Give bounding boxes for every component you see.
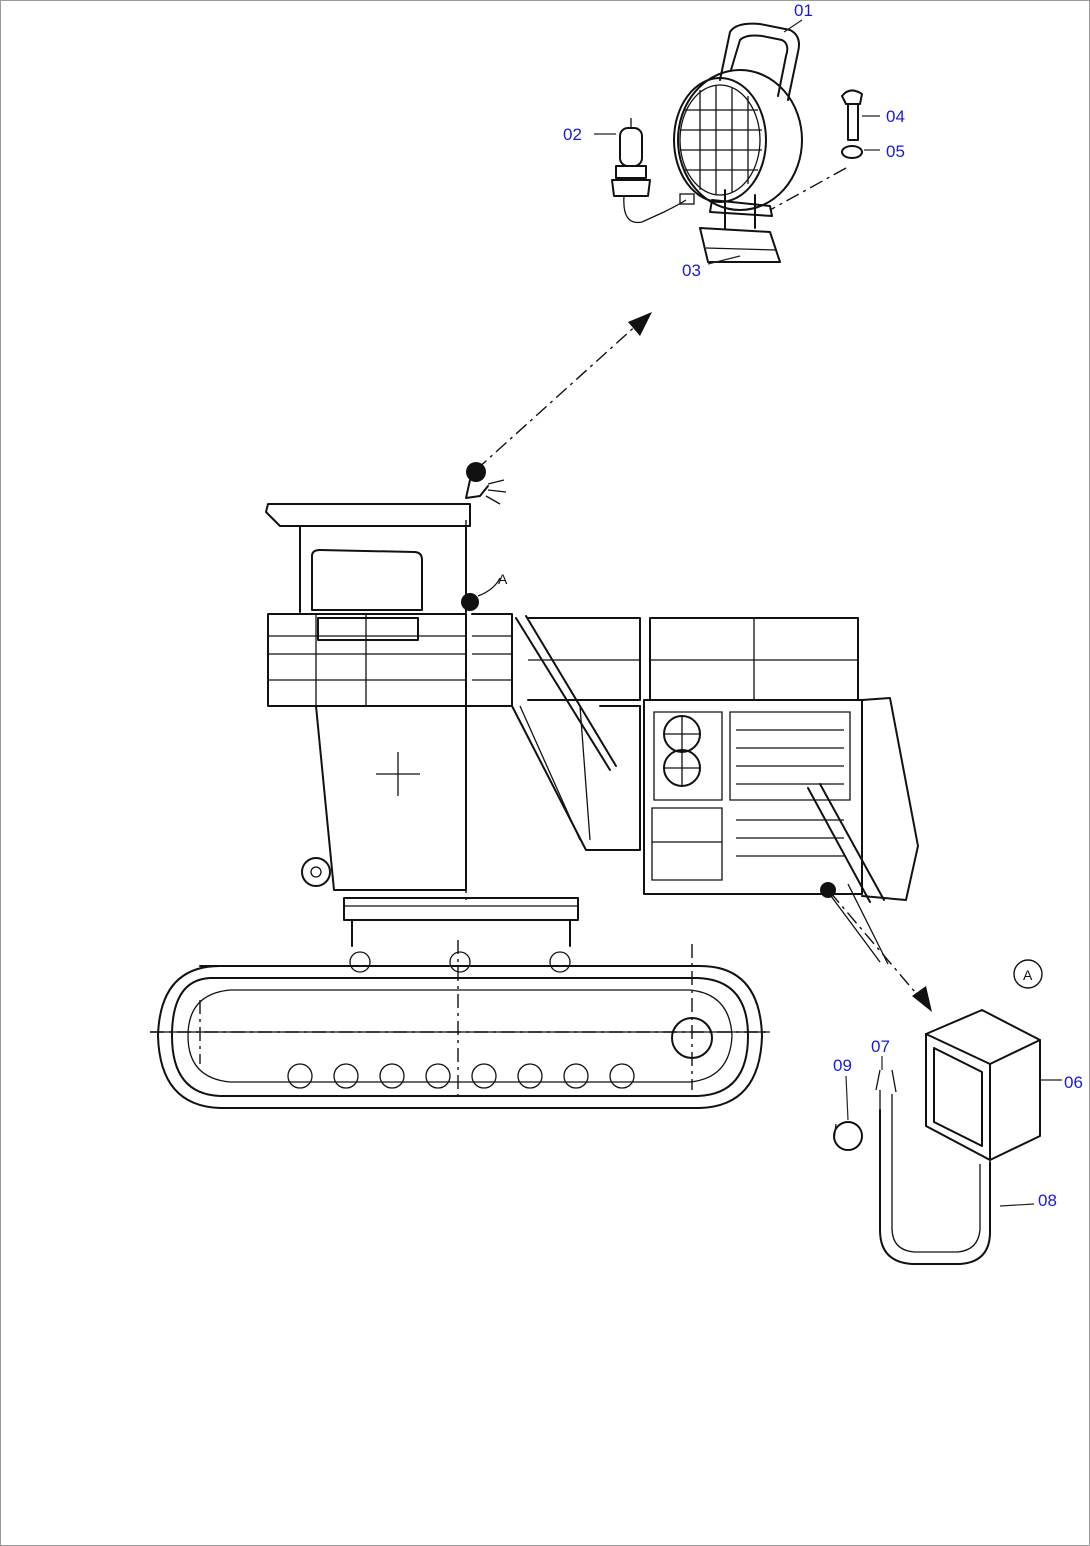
pointer-arrows xyxy=(475,312,932,1012)
callout-04: 04 xyxy=(886,107,905,126)
callout-05: 05 xyxy=(886,142,905,161)
callout-leaders xyxy=(594,19,1062,1207)
callout-02: 02 xyxy=(563,125,582,144)
detail-circle-a xyxy=(1013,959,1043,989)
bulb-part xyxy=(611,118,695,224)
crawler-track xyxy=(150,944,770,1109)
callout-07: 07 xyxy=(871,1037,890,1056)
detail-mark-a-machine: A xyxy=(498,571,508,587)
callout-06: 06 xyxy=(1064,1073,1083,1092)
callout-03: 03 xyxy=(682,261,701,280)
callout-01: 01 xyxy=(794,1,813,20)
junction-box-assembly xyxy=(833,1009,1041,1265)
callout-08: 08 xyxy=(1038,1191,1057,1210)
work-lamp-assembly xyxy=(673,22,803,263)
excavator-machine xyxy=(265,462,919,1100)
bolt-part xyxy=(769,89,863,211)
callout-09: 09 xyxy=(833,1056,852,1075)
detail-mark-a-circled: A xyxy=(1023,967,1033,983)
